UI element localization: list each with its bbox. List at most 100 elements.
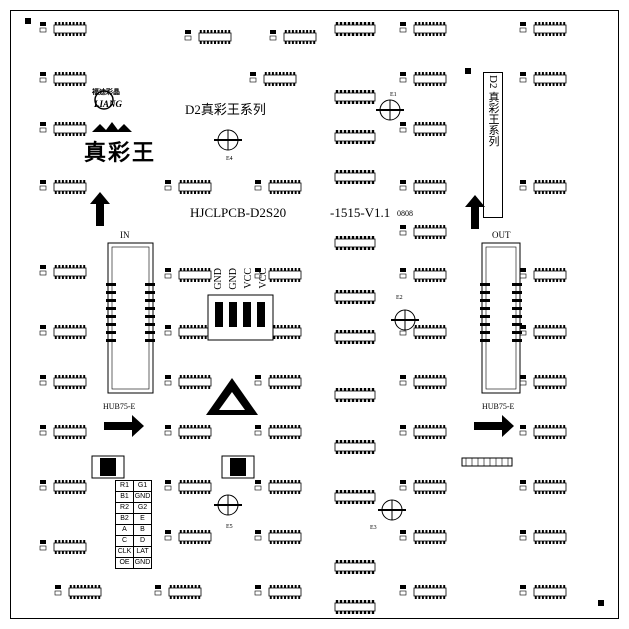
ic-pin	[359, 247, 363, 250]
ic-pin	[556, 386, 559, 389]
ic-pin	[559, 279, 562, 282]
ic-pin	[359, 571, 363, 574]
ic-pin	[347, 22, 351, 25]
resistor	[400, 22, 406, 26]
ic-pin	[371, 501, 375, 504]
ic-pin	[359, 290, 363, 293]
ic-pin	[549, 480, 551, 483]
ic-pin	[351, 22, 355, 25]
ic-pin	[335, 170, 339, 173]
ic-pin	[414, 83, 417, 86]
ic-body	[533, 24, 567, 34]
ic-pin	[183, 336, 186, 339]
ic-pin	[214, 30, 216, 33]
ic-pin	[443, 436, 446, 439]
ic-pin	[339, 330, 343, 333]
ic-pin	[556, 541, 559, 544]
ic-pin	[214, 41, 216, 44]
ic-pin	[421, 436, 424, 439]
ic-pin	[421, 386, 424, 389]
ic-pin	[69, 265, 71, 268]
hub-pin	[106, 331, 116, 334]
ic-pin	[363, 388, 367, 391]
ic-pin	[367, 451, 371, 454]
capacitor	[399, 230, 407, 236]
ic-pin	[72, 265, 75, 268]
ic-pin	[61, 386, 64, 389]
ic-pin	[421, 191, 424, 194]
ic-pin	[549, 72, 551, 75]
ic-pin	[84, 585, 86, 588]
ic-pin	[538, 585, 541, 588]
ic-pin	[414, 541, 417, 544]
ic-pin	[79, 276, 82, 279]
jumper-bar	[461, 457, 513, 467]
power-label-gnd-1: GND	[213, 268, 224, 290]
resistor	[165, 480, 171, 484]
ic-pin	[355, 440, 359, 443]
ic-pin	[264, 72, 267, 75]
ic-pin	[221, 30, 224, 33]
ic-pin	[179, 375, 182, 378]
ic-body	[413, 587, 447, 597]
ic-pin	[79, 375, 82, 378]
ic-pin	[436, 133, 439, 136]
resistor	[165, 530, 171, 534]
ic-pin	[549, 268, 551, 271]
capacitor	[269, 35, 277, 41]
ic-pin	[355, 181, 359, 184]
ic-pin	[54, 425, 57, 428]
ic-pin	[363, 440, 367, 443]
ic-pin	[87, 585, 90, 588]
ic-pin	[436, 336, 439, 339]
hub-pin	[106, 283, 116, 286]
ic-pin	[432, 180, 435, 183]
ic-pin	[294, 375, 297, 378]
ic-pin	[443, 236, 446, 239]
ic-pin	[335, 301, 339, 304]
ic-pin	[371, 451, 375, 454]
ic-pin	[279, 83, 281, 86]
hub-pin	[512, 323, 522, 326]
ic-pin	[269, 386, 272, 389]
ic-pin	[436, 325, 439, 328]
ic-pin	[538, 541, 541, 544]
ic-pin	[339, 170, 343, 173]
pin-cell: GND	[133, 491, 152, 503]
ic-pin	[339, 611, 343, 614]
resistor	[520, 22, 526, 26]
ic-pin	[421, 480, 424, 483]
ic-pin	[429, 375, 431, 378]
ic-pin	[538, 33, 541, 36]
ic-pin	[72, 191, 75, 194]
fiducial	[25, 18, 31, 24]
ic-pin	[190, 268, 193, 271]
capacitor	[39, 127, 47, 133]
ic-pin	[367, 236, 371, 239]
ic-pin	[276, 596, 279, 599]
ic-pin	[355, 101, 359, 104]
ic-pin	[556, 33, 559, 36]
ic-pin	[58, 325, 61, 328]
ic-body	[413, 24, 447, 34]
ic-pin	[54, 191, 57, 194]
ic-pin	[425, 225, 428, 228]
ic-pin	[421, 325, 424, 328]
capacitor	[39, 185, 47, 191]
ic-pin	[61, 540, 64, 543]
ic-pin	[343, 490, 347, 493]
ic-pin	[436, 22, 439, 25]
ic-pin	[367, 490, 371, 493]
ic-pin	[429, 325, 431, 328]
ic-pin	[287, 491, 290, 494]
capacitor	[249, 77, 257, 83]
resistor	[185, 30, 191, 34]
ic-pin	[432, 530, 435, 533]
ic-pin	[541, 336, 544, 339]
ic-pin	[545, 191, 548, 194]
ic-pin	[79, 122, 82, 125]
ic-pin	[293, 72, 296, 75]
ic-pin	[282, 83, 285, 86]
ic-pin	[363, 101, 367, 104]
